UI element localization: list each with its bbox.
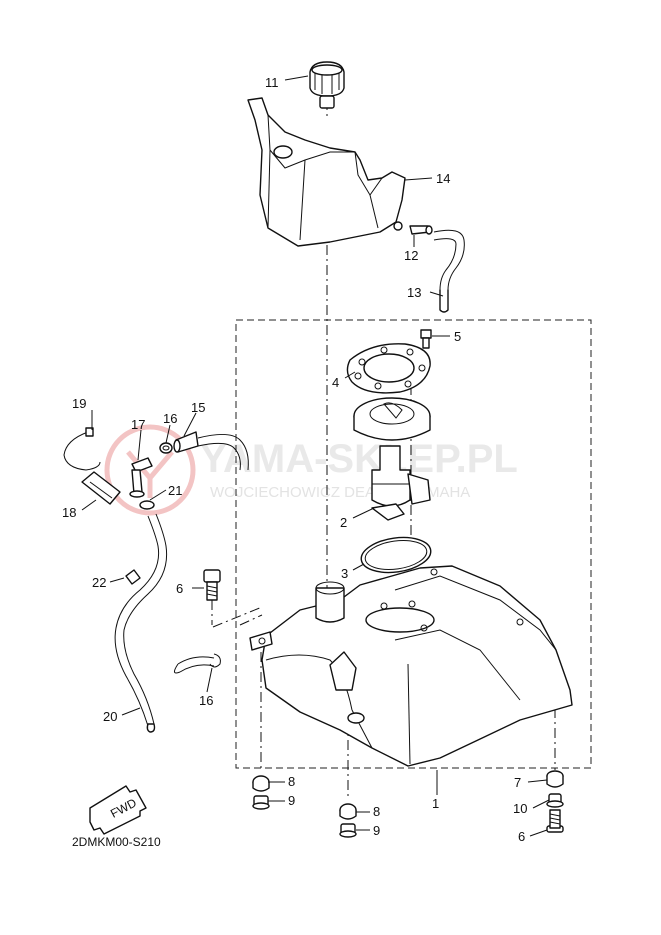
part-15-hose [173,431,249,471]
callout-19: 19 [72,396,86,411]
watermark-title: YAMA-SKLEP.PL [200,437,518,481]
part-22-clip [125,569,141,585]
part-5-screw [420,329,432,349]
part-20-hose [114,513,215,733]
callout-18: 18 [62,505,76,520]
callout-17: 17 [131,417,145,432]
callout-15: 15 [191,400,205,415]
callout-20: 20 [103,709,117,724]
callout-9-center: 9 [373,823,380,838]
callout-leader-lines [81,75,550,837]
callout-7: 7 [514,775,521,790]
callout-12: 12 [404,248,418,263]
part-21-clip [139,500,155,510]
part-7-damper-right [546,770,564,788]
callout-3: 3 [341,566,348,581]
part-16-clip-lower [209,653,221,668]
callout-6-left: 6 [176,581,183,596]
part-18-bracket [81,471,121,505]
part-3-gasket [360,536,432,574]
callout-10: 10 [513,801,527,816]
part-16-clip-top [159,442,173,454]
callout-14: 14 [436,171,450,186]
part-19-clamp [63,427,101,471]
callout-2: 2 [340,515,347,530]
part-9-collar-left [252,795,270,810]
callout-13: 13 [407,285,421,300]
callout-9-left: 9 [288,793,295,808]
part-8-damper-left [252,775,270,792]
callout-6-right: 6 [518,829,525,844]
assembly-boundary-box [235,319,592,769]
part-12-pipe [409,225,433,235]
watermark-subtitle: WOJCIECHOWICZ DEALER YAMAHA [210,484,470,501]
callout-22: 22 [92,575,106,590]
part-10-collar-right [546,793,564,808]
part-9-collar-center [339,823,357,838]
watermark: YAMA-SKLEP.PL WOJCIECHOWICZ DEALER YAMAH… [104,424,518,516]
part-14-tank-cover [247,97,406,247]
callout-8-left: 8 [288,774,295,789]
watermark-logo-mark [126,450,174,498]
part-2-fuel-pump [353,397,431,521]
callout-11: 11 [265,75,279,90]
callout-labels: 11 14 12 13 5 4 2 3 1 19 17 16 15 21 18 … [62,75,527,844]
callout-1: 1 [432,796,439,811]
part-1-fuel-tank [249,565,573,767]
part-4-pump-plate [346,343,431,394]
callout-16-top: 16 [163,411,177,426]
part-17-fitting [129,457,153,498]
callout-5: 5 [454,329,461,344]
callout-4: 4 [332,375,339,390]
watermark-logo [104,424,196,516]
fwd-arrow-icon: FWD [89,785,147,835]
part-8-damper-center [339,803,357,820]
part-6-bolt-right [546,809,564,833]
callout-8-center: 8 [373,804,380,819]
callout-21: 21 [168,483,182,498]
part-11-filler-cap [309,61,345,109]
part-6-bolt-left [203,569,221,601]
callout-16-lower: 16 [199,693,213,708]
diagram-code: 2DMKM00-S210 [72,835,161,849]
part-13-drain-hose [433,229,465,313]
